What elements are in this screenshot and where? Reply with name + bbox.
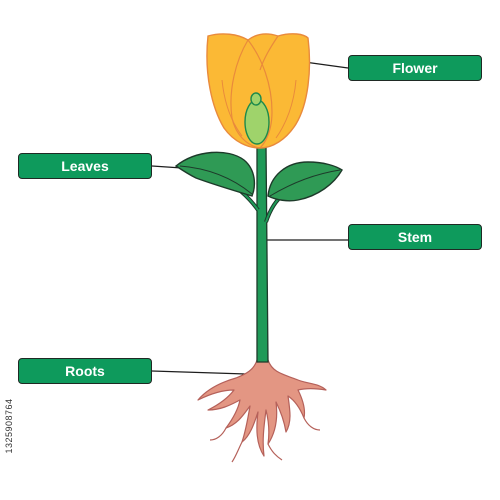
roots-leader-line	[151, 370, 247, 375]
right-leaf	[267, 161, 343, 202]
flower-shape	[206, 33, 311, 149]
roots-label: Roots	[18, 358, 152, 384]
stem-label: Stem	[348, 224, 482, 250]
flower-pistil	[244, 92, 270, 145]
side-id-text: 1325908764	[4, 398, 14, 454]
stem-shape	[256, 144, 269, 363]
roots-shape	[197, 359, 327, 463]
flower-label: Flower	[348, 55, 482, 81]
left-leaf	[174, 151, 256, 197]
leaves-label: Leaves	[18, 153, 152, 179]
leaves-leader-line	[151, 165, 183, 169]
